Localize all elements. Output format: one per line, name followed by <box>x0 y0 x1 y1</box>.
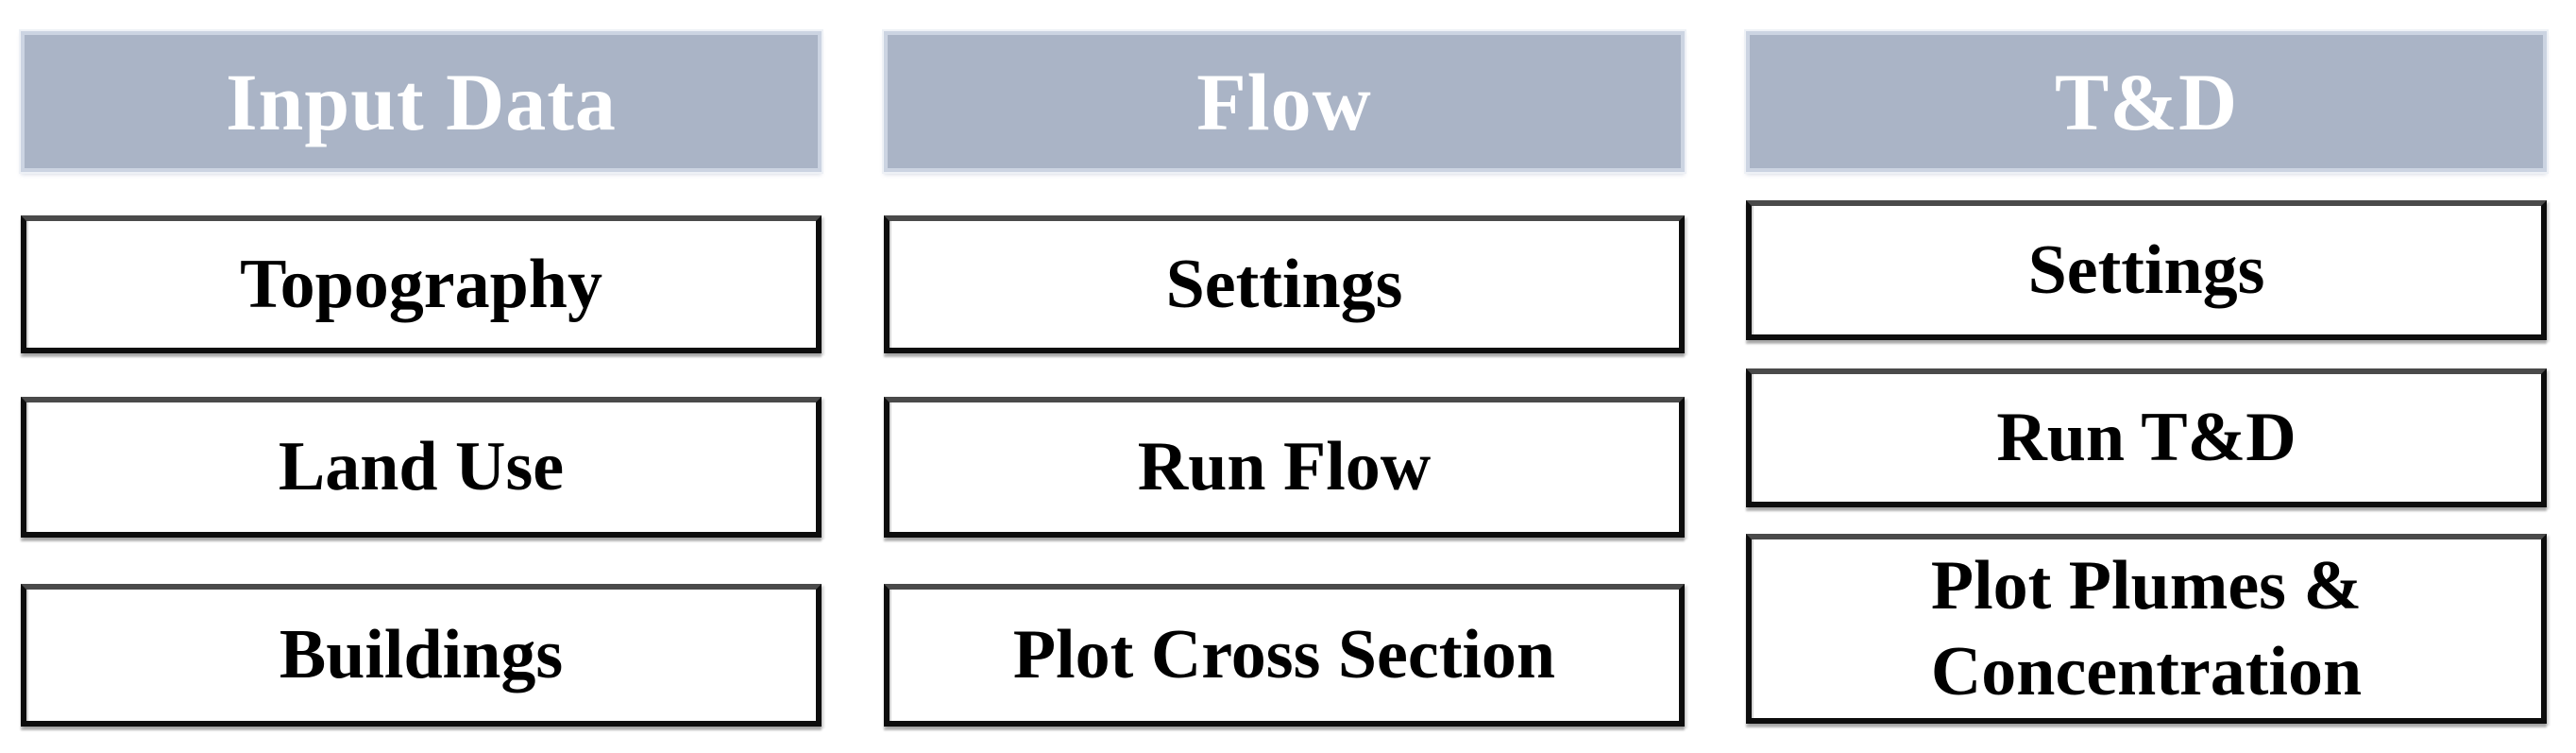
td-header: T&D <box>1746 31 2547 172</box>
td-settings-button[interactable]: Settings <box>1746 200 2547 340</box>
plot-plumes-concentration-button[interactable]: Plot Plumes & Concentration <box>1746 534 2547 724</box>
panel-input-data: Input Data Topography Land Use Buildings <box>21 0 822 753</box>
panel-td: T&D Settings Run T&D Plot Plumes & Conce… <box>1746 0 2547 753</box>
run-flow-button[interactable]: Run Flow <box>884 397 1685 538</box>
topography-button[interactable]: Topography <box>21 215 822 353</box>
flow-settings-button[interactable]: Settings <box>884 215 1685 353</box>
buildings-button[interactable]: Buildings <box>21 584 822 727</box>
input-data-header: Input Data <box>21 31 822 172</box>
run-td-button[interactable]: Run T&D <box>1746 368 2547 507</box>
plot-cross-section-button[interactable]: Plot Cross Section <box>884 584 1685 727</box>
panel-flow: Flow Settings Run Flow Plot Cross Sectio… <box>884 0 1685 753</box>
flow-header: Flow <box>884 31 1685 172</box>
land-use-button[interactable]: Land Use <box>21 397 822 538</box>
